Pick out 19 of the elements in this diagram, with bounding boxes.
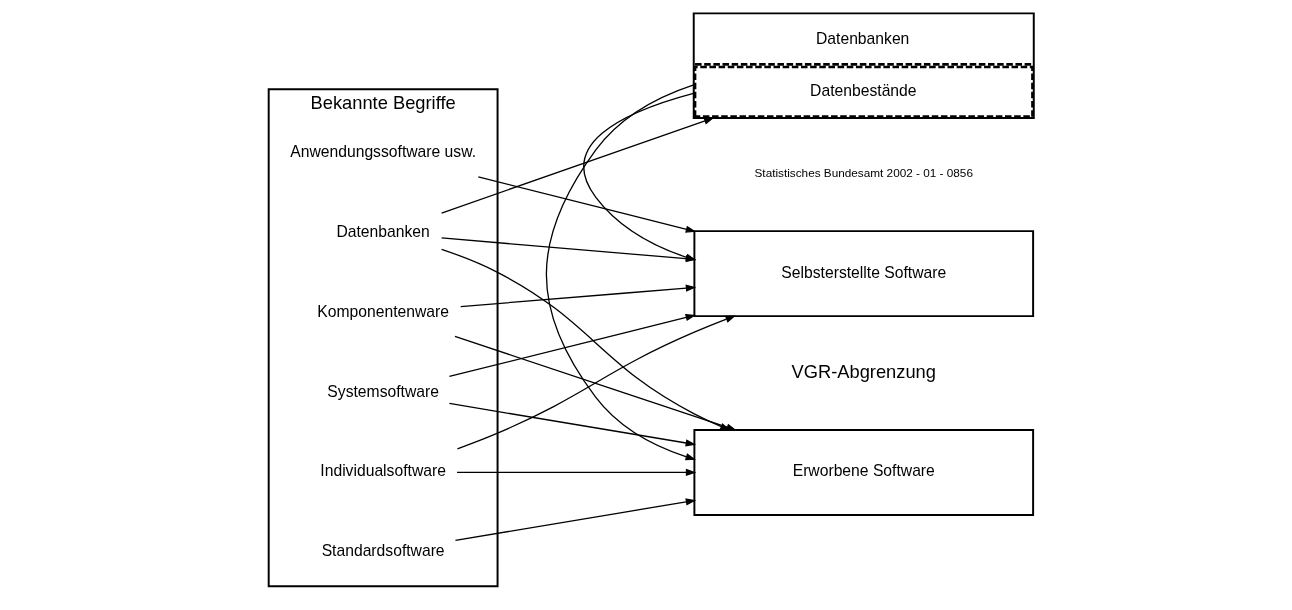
node-text: Anwendungssoftware usw. — [290, 143, 476, 161]
arrow — [456, 468, 697, 477]
node-box: Selbsterstellte Software — [693, 230, 1035, 318]
arrow — [477, 176, 697, 233]
node-text: Individualsoftware — [320, 462, 446, 480]
arrow — [440, 117, 715, 214]
label: Statistisches Bundesamt 2002 - 01 - 0856 — [754, 166, 973, 180]
node-box: Erworbene Software — [693, 428, 1035, 516]
arrow — [454, 335, 737, 431]
arrow — [460, 284, 697, 308]
arrow — [456, 315, 736, 450]
node-text: Datenbanken — [336, 223, 430, 241]
node-text: Systemsoftware — [327, 382, 439, 400]
label: VGR-Abgrenzung — [791, 360, 936, 382]
node-text: Komponentenware — [317, 302, 449, 320]
arrow — [454, 498, 697, 541]
arrow — [448, 314, 697, 378]
node-text: Standardsoftware — [321, 542, 445, 560]
arrow — [448, 402, 697, 447]
